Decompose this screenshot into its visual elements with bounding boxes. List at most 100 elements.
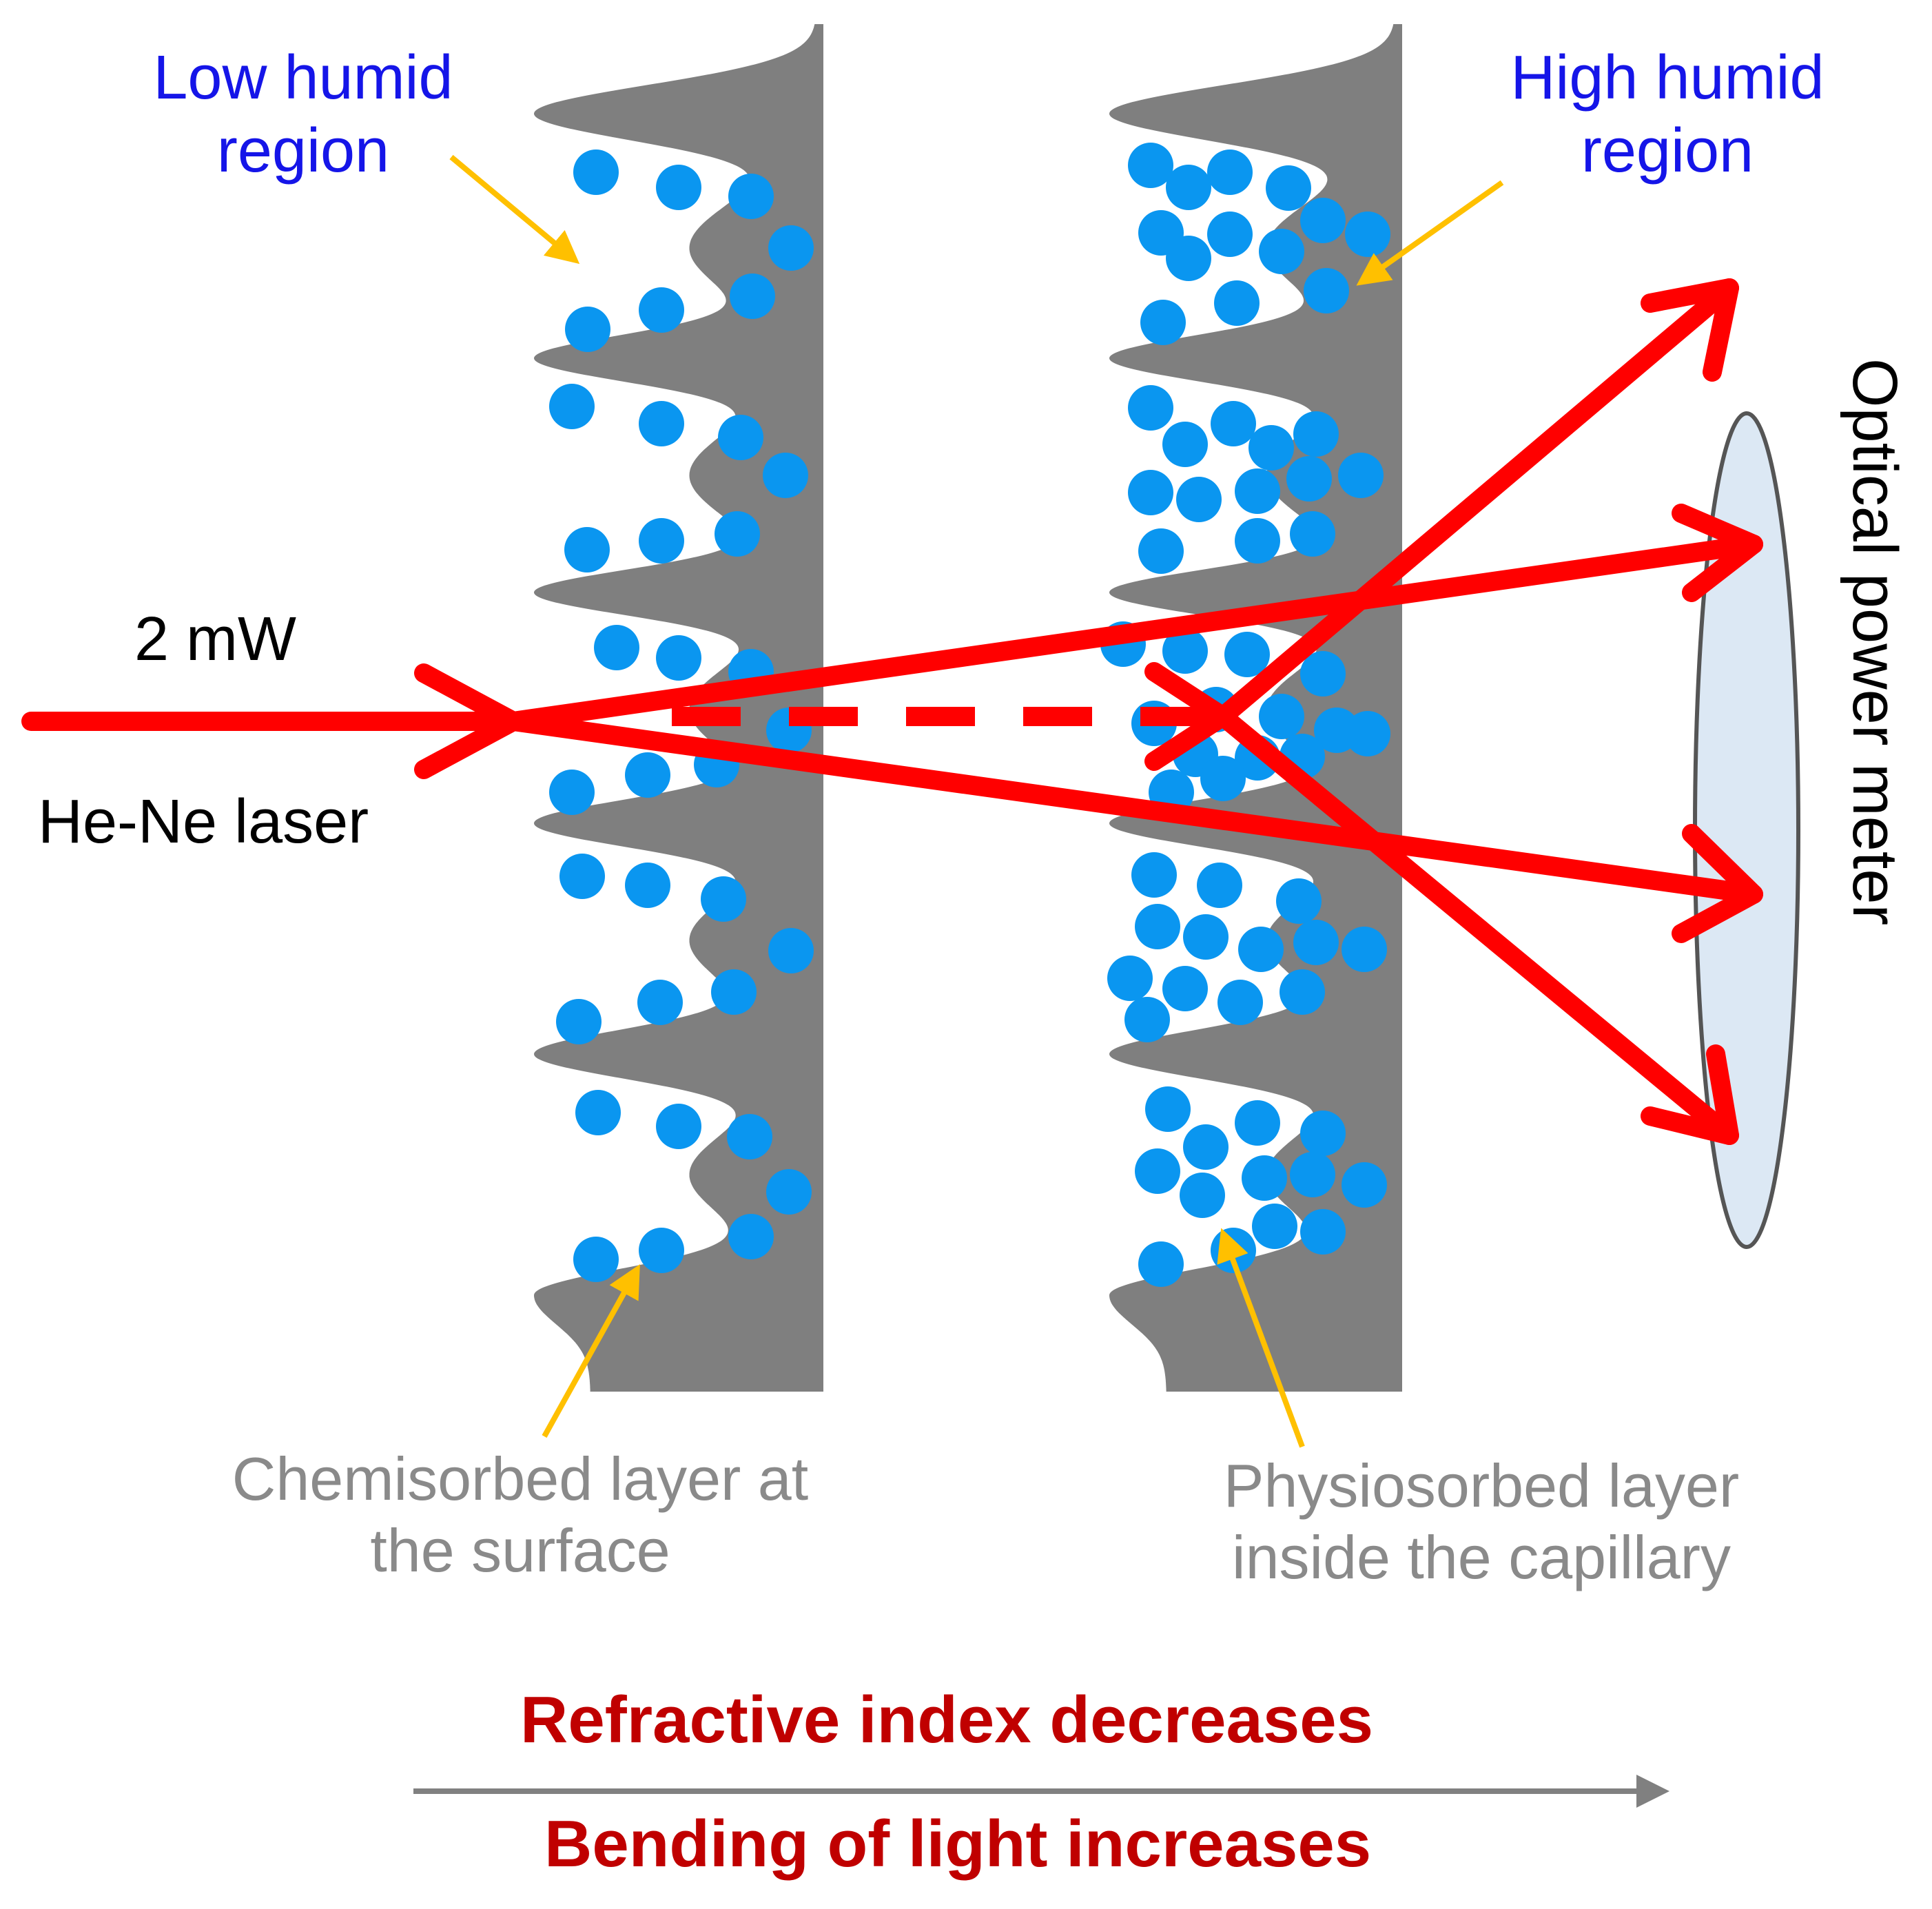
refracted-beam-lower xyxy=(504,712,1763,904)
low-humid-droplet-15 xyxy=(656,635,701,681)
bottom-beam-arrowhead xyxy=(1641,1044,1739,1145)
high-humid-droplet-16 xyxy=(1248,425,1294,471)
low-humid-droplet-9 xyxy=(718,415,763,460)
low-humid-droplet-8 xyxy=(639,401,684,446)
water-droplets-low-humid xyxy=(549,149,814,1282)
laser-label: He-Ne laser xyxy=(38,787,369,856)
high-humid-droplet-53 xyxy=(1145,1086,1191,1132)
high-humid-droplet-14 xyxy=(1162,422,1208,467)
pointer-chemisorbed xyxy=(542,1264,640,1438)
low-humid-droplet-30 xyxy=(727,1114,772,1159)
refractive-index-label: Refractive index decreases xyxy=(520,1683,1374,1757)
pointer-low-humid xyxy=(449,154,580,265)
high-humid-droplet-24 xyxy=(1235,518,1280,564)
crossing-chevron xyxy=(1144,662,1233,771)
high-humid-droplet-10 xyxy=(1304,268,1349,313)
high-humid-droplet-25 xyxy=(1138,528,1184,574)
porous-layer-low-humid xyxy=(534,24,823,1392)
low-humid-droplet-5 xyxy=(639,287,684,333)
water-droplets-high-humid xyxy=(1100,143,1390,1287)
lower-beam-arrowhead xyxy=(1672,824,1763,943)
physisorbed-label: Physiosorbed layer inside the capillary xyxy=(1223,1452,1740,1591)
high-humid-droplet-29 xyxy=(1300,651,1346,696)
high-humid-label: High humid region xyxy=(1510,43,1825,186)
pointer-physisorbed xyxy=(1217,1228,1305,1448)
high-humid-droplet-55 xyxy=(1235,1100,1280,1146)
high-humid-droplet-52 xyxy=(1124,997,1170,1042)
low-humid-droplet-28 xyxy=(575,1090,621,1135)
high-humid-droplet-63 xyxy=(1300,1209,1346,1255)
power-label: 2 mW xyxy=(134,605,296,674)
low-humid-droplet-20 xyxy=(549,770,595,815)
low-humid-label: Low humid region xyxy=(153,43,453,186)
bent-beam-to-bottom xyxy=(1213,707,1739,1145)
pointer-high-humid xyxy=(1356,180,1504,286)
high-humid-droplet-57 xyxy=(1135,1148,1180,1194)
low-humid-droplet-25 xyxy=(711,969,757,1015)
low-humid-droplet-1 xyxy=(656,165,701,210)
high-humid-droplet-51 xyxy=(1280,969,1325,1015)
high-humid-droplet-2 xyxy=(1207,149,1253,195)
upper-beam-arrowhead xyxy=(1672,504,1763,602)
low-humid-droplet-32 xyxy=(728,1214,774,1259)
high-humid-droplet-45 xyxy=(1238,927,1284,972)
high-humid-droplet-27 xyxy=(1162,628,1208,674)
low-humid-droplet-27 xyxy=(556,999,602,1044)
high-humid-droplet-12 xyxy=(1140,300,1186,345)
low-humid-droplet-34 xyxy=(573,1237,619,1282)
porous-layer-shape-right xyxy=(1109,24,1402,1392)
high-humid-droplet-40 xyxy=(1131,852,1177,898)
high-humid-droplet-20 xyxy=(1128,470,1173,515)
high-humid-droplet-46 xyxy=(1293,920,1339,965)
low-humid-droplet-29 xyxy=(656,1104,701,1149)
high-humid-droplet-3 xyxy=(1266,165,1311,211)
laser-beams xyxy=(21,278,1763,1145)
high-humid-droplet-4 xyxy=(1300,198,1346,243)
low-humid-droplet-14 xyxy=(594,625,639,670)
top-beam-arrowhead xyxy=(1641,278,1739,382)
high-humid-droplet-59 xyxy=(1242,1155,1287,1201)
low-humid-droplet-33 xyxy=(639,1228,684,1273)
high-humid-droplet-15 xyxy=(1211,401,1256,446)
high-humid-droplet-41 xyxy=(1197,863,1242,908)
high-humid-droplet-21 xyxy=(1176,477,1222,522)
high-humid-droplet-8 xyxy=(1207,211,1253,257)
high-humid-droplet-17 xyxy=(1293,411,1339,457)
low-humid-droplet-2 xyxy=(728,174,774,219)
high-humid-droplet-9 xyxy=(1259,229,1304,274)
high-humid-droplet-34 xyxy=(1345,711,1390,756)
low-humid-droplet-0 xyxy=(573,149,619,195)
high-humid-droplet-42 xyxy=(1276,878,1322,924)
high-humid-droplet-13 xyxy=(1128,385,1173,431)
high-humid-droplet-1 xyxy=(1166,165,1211,210)
low-humid-droplet-24 xyxy=(768,928,814,973)
low-humid-droplet-7 xyxy=(549,384,595,429)
high-humid-droplet-22 xyxy=(1235,468,1280,514)
low-humid-droplet-23 xyxy=(701,876,746,922)
high-humid-droplet-18 xyxy=(1338,453,1384,498)
low-humid-droplet-11 xyxy=(715,511,760,557)
high-humid-droplet-47 xyxy=(1342,927,1387,972)
high-humid-droplet-61 xyxy=(1342,1162,1387,1208)
low-humid-droplet-19 xyxy=(625,752,670,798)
pointer-arrows xyxy=(449,154,1504,1448)
meter-label: Optical power meter xyxy=(1840,358,1910,926)
high-humid-droplet-60 xyxy=(1290,1152,1335,1197)
high-humid-droplet-39 xyxy=(1200,756,1246,801)
low-humid-droplet-10 xyxy=(763,453,808,498)
high-humid-droplet-19 xyxy=(1286,456,1332,502)
high-humid-droplet-43 xyxy=(1135,904,1180,949)
high-humid-droplet-7 xyxy=(1166,236,1211,281)
high-humid-droplet-44 xyxy=(1183,914,1229,960)
high-humid-droplet-48 xyxy=(1107,956,1153,1001)
high-humid-droplet-32 xyxy=(1259,694,1304,739)
low-humid-droplet-31 xyxy=(766,1169,812,1215)
high-humid-droplet-23 xyxy=(1290,511,1335,557)
porous-layer-high-humid xyxy=(1109,24,1402,1392)
high-humid-droplet-54 xyxy=(1183,1124,1229,1170)
low-humid-droplet-6 xyxy=(565,307,610,352)
low-humid-droplet-22 xyxy=(625,863,670,908)
low-humid-droplet-12 xyxy=(639,518,684,564)
high-humid-droplet-0 xyxy=(1128,143,1173,188)
